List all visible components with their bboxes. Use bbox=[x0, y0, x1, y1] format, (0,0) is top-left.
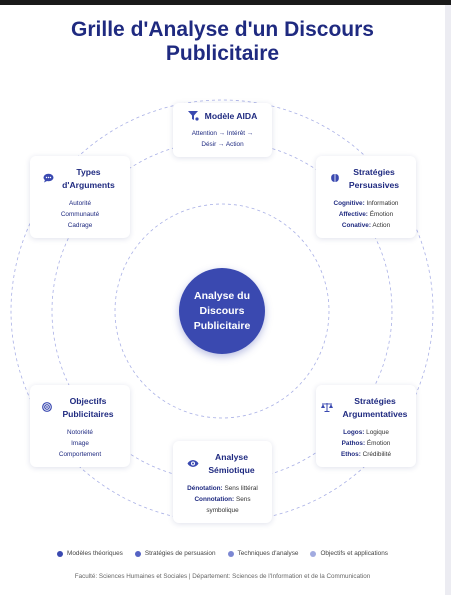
card-title: Types d'Arguments bbox=[62, 167, 115, 190]
card-row: Cognitive: Information bbox=[333, 200, 399, 207]
card-row: Ethos: Crédibilité bbox=[340, 451, 392, 458]
card-row: Pathos: Émotion bbox=[341, 440, 391, 447]
card-line: Désir → Action bbox=[201, 141, 244, 148]
card-line: Autorité bbox=[68, 200, 92, 207]
balance-scale-icon bbox=[321, 402, 333, 414]
window-top-bar bbox=[0, 0, 451, 5]
comment-icon bbox=[43, 173, 54, 185]
funnel-icon bbox=[187, 110, 199, 123]
legend-item: Stratégies de persuasion bbox=[134, 550, 216, 557]
card-analyse-semiotique: Analyse Sémiotique Dénotation: Sens litt… bbox=[173, 441, 272, 523]
brain-icon bbox=[330, 173, 340, 185]
card-objectifs-publicitaires: Objectifs Publicitaires Notoriété Image … bbox=[30, 385, 130, 467]
card-strategies-argumentatives: Stratégies Argumentatives Logos: Logique… bbox=[316, 385, 416, 467]
card-row: Conative: Action bbox=[341, 222, 391, 229]
card-row: Dénotation: Sens littéral bbox=[187, 485, 258, 492]
legend-item: Techniques d'analyse bbox=[227, 550, 298, 557]
card-title: Stratégies Persuasives bbox=[348, 167, 400, 190]
card-line: Attention → Intérêt → bbox=[191, 130, 254, 137]
card-line: Comportement bbox=[58, 451, 102, 458]
legend: Modèles théoriques Stratégies de persuas… bbox=[0, 550, 445, 557]
card-title: Stratégies Argumentatives bbox=[342, 396, 408, 419]
card-row: Connotation: Sens symbolique bbox=[194, 496, 251, 514]
card-modele-aida: Modèle AIDA Attention → Intérêt → Désir … bbox=[173, 103, 272, 157]
card-line: Notoriété bbox=[67, 429, 93, 436]
card-line: Cadrage bbox=[67, 222, 93, 229]
eye-icon bbox=[187, 459, 199, 470]
legend-dot bbox=[227, 550, 234, 557]
card-title: Objectifs Publicitaires bbox=[62, 396, 114, 419]
scrollbar[interactable] bbox=[445, 5, 451, 595]
footer-text: Faculté: Sciences Humaines et Sociales |… bbox=[74, 573, 371, 580]
legend-dot bbox=[310, 550, 317, 557]
legend-dot bbox=[57, 550, 64, 557]
card-title: Analyse Sémiotique bbox=[208, 452, 255, 475]
card-line: Communauté bbox=[60, 211, 100, 218]
legend-dot bbox=[134, 550, 141, 557]
card-title: Modèle AIDA bbox=[204, 111, 258, 121]
legend-item: Objectifs et applications bbox=[310, 550, 388, 557]
card-row: Affective: Émotion bbox=[338, 211, 394, 218]
card-types-arguments: Types d'Arguments Autorité Communauté Ca… bbox=[30, 156, 130, 238]
card-row: Logos: Logique bbox=[343, 429, 389, 436]
card-strategies-persuasives: Stratégies Persuasives Cognitive: Inform… bbox=[316, 156, 416, 238]
card-line: Image bbox=[71, 440, 89, 447]
inner-ring bbox=[114, 203, 330, 419]
target-icon bbox=[42, 402, 52, 414]
page-title: Grille d'Analyse d'un Discours Publicita… bbox=[71, 18, 374, 65]
center-node: Analyse du Discours Publicitaire bbox=[179, 268, 265, 354]
legend-item: Modèles théoriques bbox=[57, 550, 123, 557]
